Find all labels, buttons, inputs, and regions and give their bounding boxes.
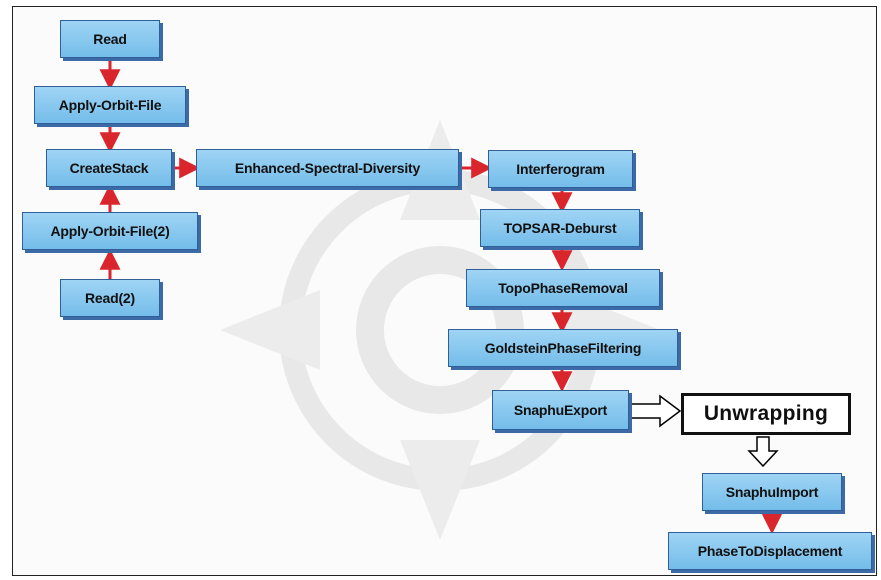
hollow-arrow-unwrapping-to-import — [747, 436, 779, 468]
node-read: Read — [60, 20, 160, 58]
hollow-arrow-export-to-unwrapping — [628, 394, 682, 428]
node-apply-orbit-file-2: Apply-Orbit-File(2) — [22, 212, 198, 250]
node-snaphu-import: SnaphuImport — [702, 473, 842, 511]
node-createstack: CreateStack — [46, 149, 172, 187]
node-phase-to-displacement: PhaseToDisplacement — [668, 532, 872, 570]
node-enhanced-spectral-diversity: Enhanced-Spectral-Diversity — [196, 149, 459, 187]
node-apply-orbit-file: Apply-Orbit-File — [34, 86, 186, 124]
node-snaphu-export: SnaphuExport — [492, 390, 629, 430]
node-topo-phase-removal: TopoPhaseRemoval — [466, 269, 660, 307]
node-read-2: Read(2) — [60, 279, 160, 317]
node-unwrapping: Unwrapping — [681, 393, 851, 435]
node-goldstein-phase-filtering: GoldsteinPhaseFiltering — [448, 329, 678, 367]
node-topsar-deburst: TOPSAR-Deburst — [480, 209, 640, 247]
node-interferogram: Interferogram — [488, 150, 633, 188]
